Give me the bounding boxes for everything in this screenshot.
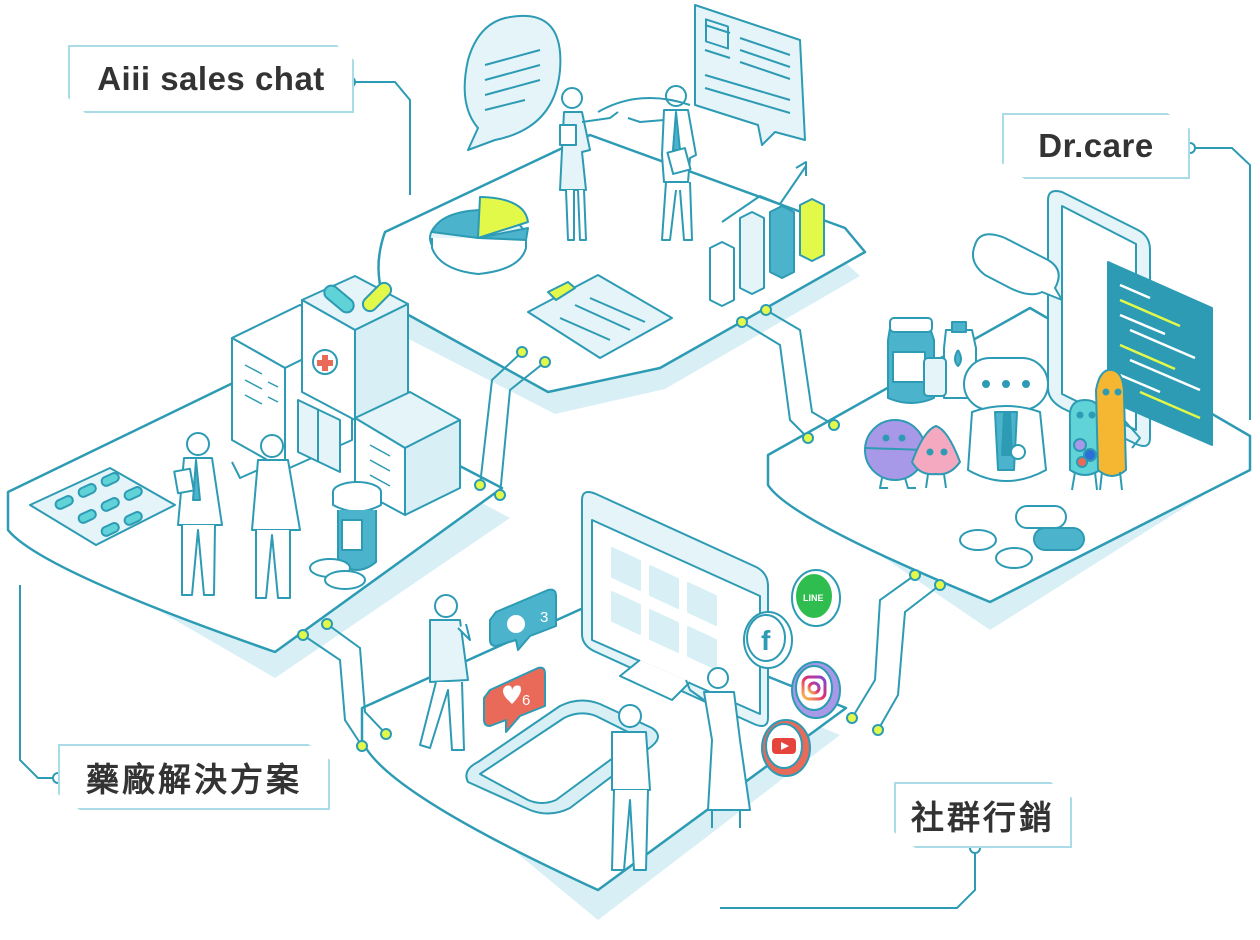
comment-notification-icon [489, 588, 557, 651]
bar-chart-icon [709, 161, 825, 307]
mascot-pink [911, 425, 961, 489]
doctor-figure-left [173, 432, 223, 596]
chat-bubble-icon [972, 233, 1063, 301]
youtube-icon [761, 719, 811, 777]
connectors [19, 81, 1251, 909]
doctor-figure-right [231, 434, 301, 599]
web-browser-icon [581, 491, 769, 727]
label-social-marketing: 社群行銷 [894, 782, 1072, 848]
medicine-bottle-icon [309, 481, 382, 590]
facebook-icon-glyph: f [761, 625, 771, 656]
pills-icon [959, 505, 1085, 569]
line-icon-text: LINE [803, 593, 824, 603]
social-zone [419, 491, 841, 871]
label-text: Dr.care [1038, 127, 1154, 164]
like-notification-icon [483, 666, 546, 733]
label-text: Aiii sales chat [97, 60, 325, 97]
comment-count: 3 [540, 609, 548, 626]
label-dr-care: Dr.care [1002, 113, 1190, 179]
mascot-orange [1095, 368, 1141, 491]
man-with-phone-figure [419, 594, 471, 751]
man-standing-figure [611, 704, 651, 871]
code-panel-icon [1107, 261, 1213, 446]
mascot-cyan [1068, 399, 1102, 491]
label-pharma-solution: 藥廠解決方案 [58, 744, 330, 810]
facebook-icon [743, 611, 793, 669]
label-aiii-sales-chat: Aiii sales chat [68, 45, 354, 113]
pie-chart-icon [429, 196, 529, 275]
line-icon [791, 569, 841, 627]
mascot-purple [864, 419, 926, 489]
clipboard-icon [527, 274, 673, 359]
pharma-zone [29, 275, 461, 599]
label-text: 藥廠解決方案 [86, 761, 302, 798]
woman-with-phone-figure [685, 667, 751, 828]
label-text: 社群行銷 [911, 799, 1055, 836]
like-count: 6 [522, 692, 530, 709]
robot-doctor-icon [963, 357, 1049, 482]
capsule-icon [323, 281, 393, 314]
drcare-zone [864, 190, 1213, 569]
instagram-icon [791, 661, 841, 719]
speech-bubble-icon [463, 14, 562, 151]
medicine-jar-icon [887, 317, 977, 404]
connector-nodes [297, 304, 946, 752]
businesswoman-figure [559, 87, 619, 241]
sales-zone [429, 4, 825, 359]
pill-blister-icon [29, 467, 176, 546]
businessman-figure [627, 85, 697, 241]
document-icon [694, 4, 806, 146]
